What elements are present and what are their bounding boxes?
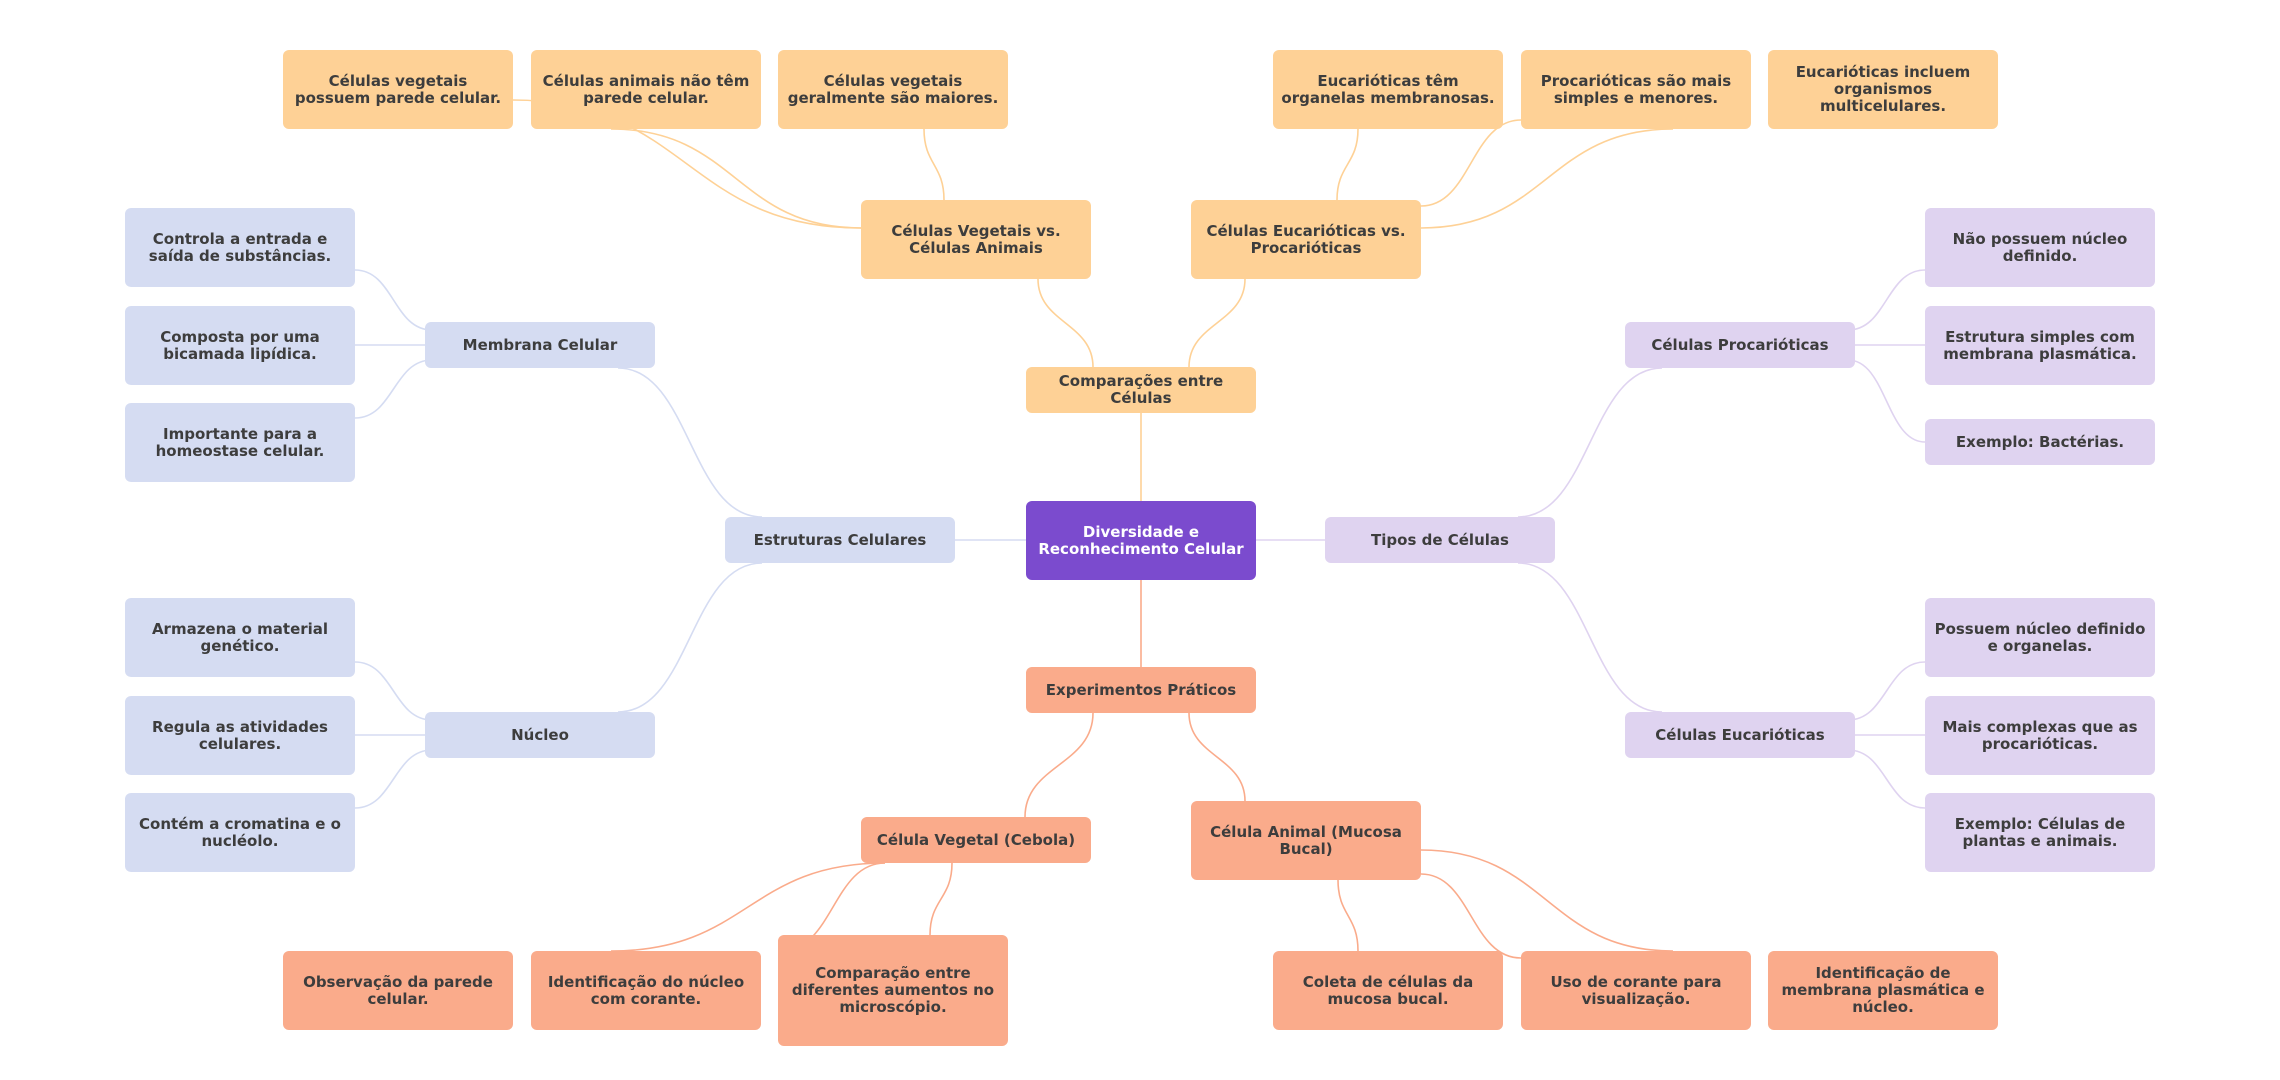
leaf-eucarioticas-1[interactable]: Possuem núcleo definido e organelas. xyxy=(1925,598,2155,677)
connector-line-34 xyxy=(1420,873,1522,959)
connector-line-27 xyxy=(1420,128,1674,229)
leaf-membrana-2[interactable]: Composta por uma bicamada lipídica. xyxy=(125,306,355,385)
connector-line-5 xyxy=(617,562,763,713)
connector-line-14 xyxy=(1847,269,1926,331)
connector-line-16 xyxy=(1847,359,1926,443)
connector-line-20 xyxy=(1037,278,1094,368)
root-node[interactable]: Diversidade e Reconhecimento Celular xyxy=(1026,501,1256,580)
connector-line-24 xyxy=(923,128,945,201)
leaf-euc-pro-1[interactable]: Eucarióticas têm organelas membranosas. xyxy=(1273,50,1503,129)
connector-line-29 xyxy=(1188,712,1246,802)
connector-line-13 xyxy=(1517,562,1663,713)
connector-line-33 xyxy=(1337,879,1359,952)
leaf-membrana-3[interactable]: Importante para a homeostase celular. xyxy=(125,403,355,482)
topic-eucarioticas-vs-procarioticas[interactable]: Células Eucarióticas vs. Procarióticas xyxy=(1191,200,1421,279)
connector-line-32 xyxy=(929,862,953,936)
connector-line-9 xyxy=(354,661,433,721)
leaf-eucarioticas-3[interactable]: Exemplo: Células de plantas e animais. xyxy=(1925,793,2155,872)
branch-estruturas-celulares[interactable]: Estruturas Celulares xyxy=(725,517,955,563)
connector-line-4 xyxy=(617,367,763,518)
leaf-procarioticas-3[interactable]: Exemplo: Bactérias. xyxy=(1925,419,2155,465)
leaf-nucleo-3[interactable]: Contém a cromatina e o nucléolo. xyxy=(125,793,355,872)
connector-line-25 xyxy=(1336,128,1359,201)
leaf-procarioticas-1[interactable]: Não possuem núcleo definido. xyxy=(1925,208,2155,287)
connector-line-26 xyxy=(1420,119,1522,207)
leaf-vegetais-animais-2[interactable]: Células animais não têm parede celular. xyxy=(531,50,761,129)
topic-nucleo[interactable]: Núcleo xyxy=(425,712,655,758)
leaf-cebola-2[interactable]: Identificação do núcleo com corante. xyxy=(531,951,761,1030)
leaf-euc-pro-2[interactable]: Procarióticas são mais simples e menores… xyxy=(1521,50,1751,129)
leaf-vegetais-animais-3[interactable]: Células vegetais geralmente são maiores. xyxy=(778,50,1008,129)
connector-line-19 xyxy=(1847,749,1926,809)
leaf-cebola-3[interactable]: Comparação entre diferentes aumentos no … xyxy=(778,935,1008,1046)
topic-celulas-eucarioticas[interactable]: Células Eucarióticas xyxy=(1625,712,1855,758)
leaf-nucleo-2[interactable]: Regula as atividades celulares. xyxy=(125,696,355,775)
connector-line-23 xyxy=(610,128,862,229)
connector-line-30 xyxy=(610,862,886,952)
connector-line-6 xyxy=(354,269,433,331)
topic-vegetais-vs-animais[interactable]: Células Vegetais vs. Células Animais xyxy=(861,200,1091,279)
connector-line-12 xyxy=(1517,367,1663,518)
leaf-procarioticas-2[interactable]: Estrutura simples com membrana plasmátic… xyxy=(1925,306,2155,385)
topic-celulas-procarioticas[interactable]: Células Procarióticas xyxy=(1625,322,1855,368)
leaf-euc-pro-3[interactable]: Eucarióticas incluem organismos multicel… xyxy=(1768,50,1998,129)
connector-line-11 xyxy=(354,749,433,809)
connector-line-17 xyxy=(1847,661,1926,721)
connector-line-28 xyxy=(1024,712,1094,818)
leaf-mucosa-3[interactable]: Identificação de membrana plasmática e n… xyxy=(1768,951,1998,1030)
connector-line-21 xyxy=(1188,278,1246,368)
branch-tipos-de-celulas[interactable]: Tipos de Células xyxy=(1325,517,1555,563)
connector-line-35 xyxy=(1420,849,1674,952)
leaf-mucosa-2[interactable]: Uso de corante para visualização. xyxy=(1521,951,1751,1030)
leaf-eucarioticas-2[interactable]: Mais complexas que as procarióticas. xyxy=(1925,696,2155,775)
connector-line-8 xyxy=(354,359,433,419)
branch-comparacoes-entre-celulas[interactable]: Comparações entre Células xyxy=(1026,367,1256,413)
leaf-vegetais-animais-1[interactable]: Células vegetais possuem parede celular. xyxy=(283,50,513,129)
branch-experimentos-praticos[interactable]: Experimentos Práticos xyxy=(1026,667,1256,713)
leaf-mucosa-1[interactable]: Coleta de células da mucosa bucal. xyxy=(1273,951,1503,1030)
topic-membrana-celular[interactable]: Membrana Celular xyxy=(425,322,655,368)
leaf-nucleo-1[interactable]: Armazena o material genético. xyxy=(125,598,355,677)
leaf-cebola-1[interactable]: Observação da parede celular. xyxy=(283,951,513,1030)
leaf-membrana-1[interactable]: Controla a entrada e saída de substância… xyxy=(125,208,355,287)
topic-celula-animal-mucosa[interactable]: Célula Animal (Mucosa Bucal) xyxy=(1191,801,1421,880)
topic-celula-vegetal-cebola[interactable]: Célula Vegetal (Cebola) xyxy=(861,817,1091,863)
